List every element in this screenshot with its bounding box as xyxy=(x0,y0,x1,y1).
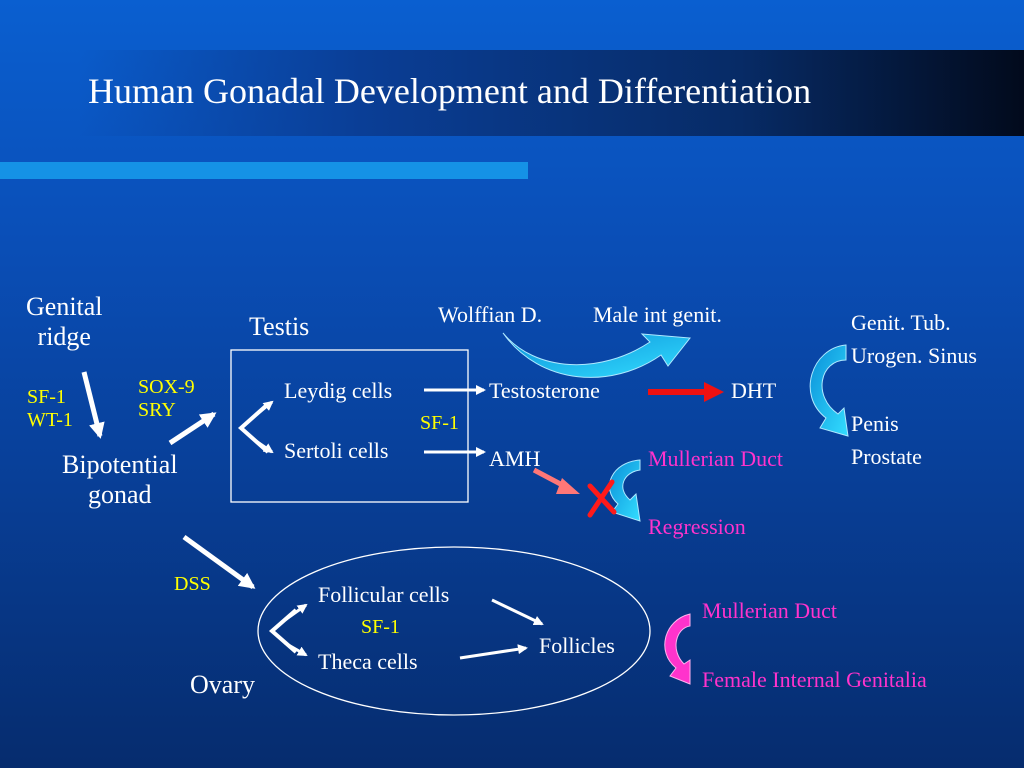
testis-label: Testis xyxy=(249,312,310,341)
testis-factors: SOX-9 SRY xyxy=(138,376,195,421)
genit-tub-curved-arrow xyxy=(809,344,849,437)
follicular-to-follicles-arrow xyxy=(491,598,544,626)
testosterone-label: Testosterone xyxy=(489,378,600,403)
amh-label: AMH xyxy=(489,446,541,471)
testis-box xyxy=(230,349,469,503)
male-int-genit-label: Male int genit. xyxy=(593,302,722,327)
regression-label: Regression xyxy=(648,514,746,539)
ridge-factors: SF-1 WT-1 xyxy=(27,386,73,431)
dss-label: DSS xyxy=(174,573,211,595)
gonad-to-ovary-arrow xyxy=(182,534,256,590)
external-genitalia-sources: Genit. Tub. Urogen. Sinus xyxy=(851,310,977,369)
female-internal-genitalia-label: Female Internal Genitalia xyxy=(702,667,927,692)
wolffian-curved-arrow xyxy=(502,332,691,378)
testis-sf1-label: SF-1 xyxy=(420,412,459,434)
follicular-cells-label: Follicular cells xyxy=(318,582,450,607)
follicles-label: Follicles xyxy=(539,633,615,658)
male-mullerian-duct-label: Mullerian Duct xyxy=(648,446,784,471)
wolffian-duct-label: Wolffian D. xyxy=(438,302,543,327)
dht-label: DHT xyxy=(731,378,777,403)
female-mullerian-duct-label: Mullerian Duct xyxy=(702,598,838,623)
genital-ridge-label: Genital ridge xyxy=(26,292,103,351)
theca-cells-label: Theca cells xyxy=(318,649,418,674)
accent-bar xyxy=(0,162,528,179)
title-band xyxy=(78,50,1024,136)
female-mullerian-arrow xyxy=(664,613,691,685)
ovary-sf1-label: SF-1 xyxy=(361,616,400,638)
x-icon xyxy=(587,479,617,518)
slide-title: Human Gonadal Development and Differenti… xyxy=(88,71,812,111)
sertoli-cells-label: Sertoli cells xyxy=(284,438,389,463)
mullerian-regression-arrow xyxy=(608,459,641,522)
ovary-label: Ovary xyxy=(190,670,255,699)
bipotential-gonad-label: Bipotential gonad xyxy=(62,450,178,509)
external-genitalia: Penis Prostate xyxy=(851,411,922,470)
theca-to-follicles-arrow xyxy=(459,644,528,660)
leydig-cells-label: Leydig cells xyxy=(284,378,393,403)
ridge-to-gonad-arrow xyxy=(81,371,105,439)
ovary-ellipse xyxy=(257,546,651,716)
gonad-to-testis-arrow xyxy=(168,411,217,446)
